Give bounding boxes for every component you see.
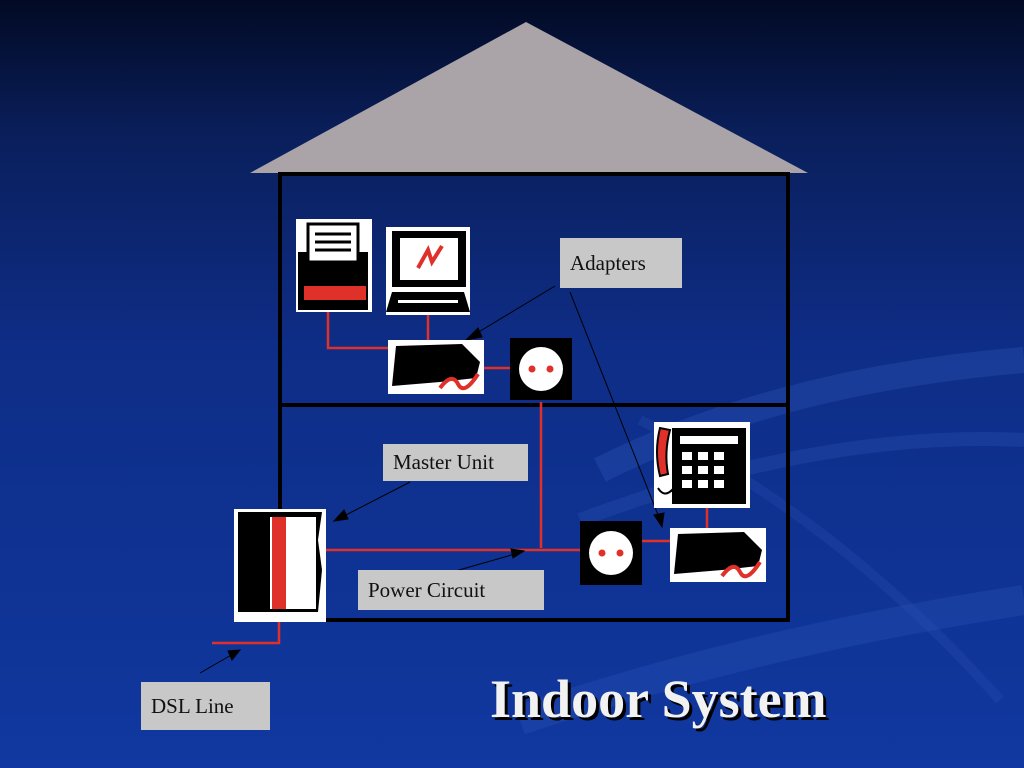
outlet-icon: [580, 521, 642, 585]
power-circuit-label: Power Circuit: [358, 570, 544, 610]
telephone-icon: [654, 422, 750, 508]
outlet-icon: [510, 338, 572, 400]
house-roof: [250, 22, 808, 173]
computer-icon: [386, 227, 470, 315]
adapter-icon: [388, 340, 484, 394]
slide-title: Indoor System: [490, 669, 827, 729]
house-body: [278, 172, 790, 622]
adapters-label: Adapters: [560, 238, 682, 288]
printer-icon: [296, 219, 372, 312]
wiring: [212, 312, 709, 645]
arrows: [199, 285, 665, 674]
master-unit-icon: [234, 509, 326, 622]
master-unit-label: Master Unit: [383, 444, 528, 481]
dsl-line-label: DSL Line: [141, 682, 270, 730]
adapter-icon: [670, 528, 766, 582]
